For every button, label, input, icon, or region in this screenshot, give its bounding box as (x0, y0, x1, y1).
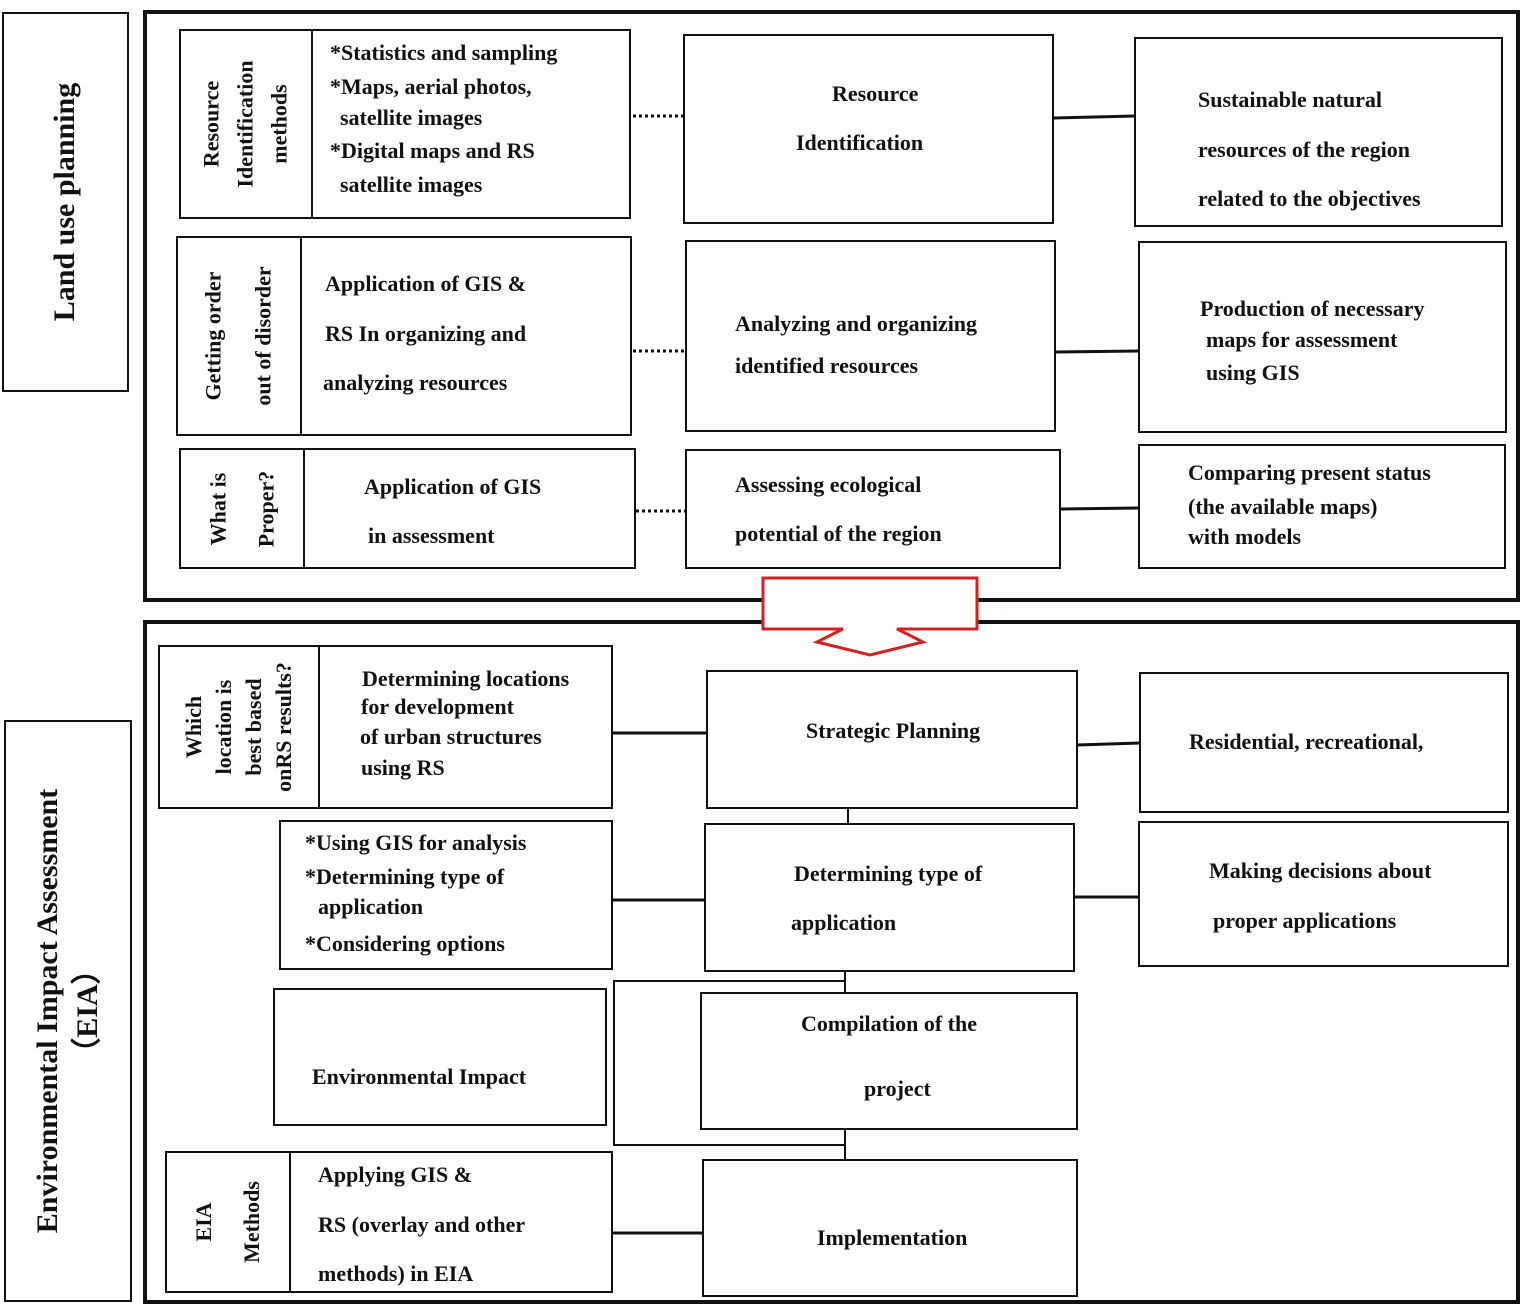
step-label: Analyzing and organizing (735, 311, 978, 336)
step-box (685, 449, 1061, 569)
method-item: *Digital maps and RS (330, 138, 535, 163)
method-item: RS In organizing and (325, 321, 527, 346)
flow-arrow (761, 576, 979, 657)
bracket-connector (613, 980, 845, 1146)
step-box (683, 34, 1054, 224)
method-item: *Maps, aerial photos, (330, 74, 532, 99)
category-cell (179, 29, 313, 219)
step-label: application (791, 910, 897, 935)
connector-row2-right (1055, 349, 1140, 354)
strategic-planning-box (706, 670, 1078, 809)
method-item: Application of GIS (364, 474, 542, 499)
method-item: satellite images (340, 105, 483, 130)
outcome-label: Production of necessary (1200, 296, 1425, 321)
connector-row3-right (1060, 506, 1140, 511)
outcome-label: Sustainable natural (1198, 87, 1382, 112)
category-label: EIA Methods (190, 1181, 264, 1263)
methods-box (279, 820, 613, 970)
outcome-label: maps for assessment (1206, 327, 1398, 352)
outcome-label: using GIS (1206, 360, 1300, 385)
step-label: Resource (832, 81, 919, 106)
method-item: *Using GIS for analysis (305, 830, 527, 855)
method-item: methods) in EIA (318, 1261, 474, 1286)
connector-row1-right (1053, 114, 1136, 120)
land-use-label-box: Land use planning (2, 12, 129, 392)
outcome-label: (the available maps) (1188, 494, 1378, 519)
outcome-label: Making decisions about (1209, 858, 1432, 883)
compilation-box (700, 992, 1078, 1130)
impact-label: Environmental Impact (312, 1064, 527, 1089)
method-item: Determining locations (362, 666, 570, 691)
category-label: Which location is best based onRS result… (180, 662, 296, 792)
connector-eia1-right (1076, 741, 1141, 747)
method-item: in assessment (368, 523, 495, 548)
step-label: Implementation (817, 1225, 968, 1250)
method-item: *Statistics and sampling (330, 40, 558, 65)
method-item: using RS (361, 755, 445, 780)
step-label: Determining type of (794, 861, 983, 886)
method-item: analyzing resources (323, 370, 508, 395)
category-label: What is Proper? (204, 470, 278, 547)
outcome-box (1134, 37, 1503, 227)
outcome-label: proper applications (1213, 908, 1397, 933)
method-item: RS (overlay and other (318, 1212, 526, 1237)
outcome-box (1138, 821, 1509, 967)
step-box (704, 823, 1075, 972)
implementation-box (702, 1159, 1078, 1297)
category-label: Resource Identification methods (199, 60, 292, 188)
outcome-label: resources of the region (1198, 137, 1411, 162)
method-item: for development (361, 694, 514, 719)
method-item: Applying GIS & (318, 1162, 473, 1187)
outcome-label: Comparing present status (1188, 460, 1431, 485)
category-cell (158, 645, 320, 809)
step-label: project (864, 1076, 931, 1101)
method-item: Application of GIS & (325, 271, 527, 296)
method-item: of urban structures (360, 724, 542, 749)
environmental-impact-box (273, 988, 607, 1126)
step-label: potential of the region (735, 521, 942, 546)
method-item: satellite images (340, 172, 483, 197)
category-cell (176, 236, 302, 436)
method-item: application (318, 894, 424, 919)
outcome-label: related to the objectives (1198, 186, 1421, 211)
method-item: *Determining type of (305, 864, 505, 889)
outcome-box (1139, 672, 1509, 813)
step-label: Strategic Planning (806, 718, 981, 743)
step-box (685, 240, 1056, 432)
step-label: identified resources (735, 353, 919, 378)
step-label: Compilation of the (801, 1011, 977, 1036)
category-label: Getting order out of disorder (201, 266, 277, 406)
outcome-label: with models (1188, 524, 1302, 549)
step-label: Identification (796, 130, 924, 155)
outcome-box (1138, 444, 1506, 569)
outcome-label: Residential, recreational, (1189, 729, 1424, 754)
method-item: *Considering options (305, 931, 505, 956)
step-label: Assessing ecological (735, 472, 922, 497)
category-cell (165, 1151, 291, 1293)
category-cell (179, 448, 305, 569)
eia-label-box: Environmental Impact Assessment （EIA） (4, 720, 132, 1302)
outcome-box (1138, 241, 1507, 433)
